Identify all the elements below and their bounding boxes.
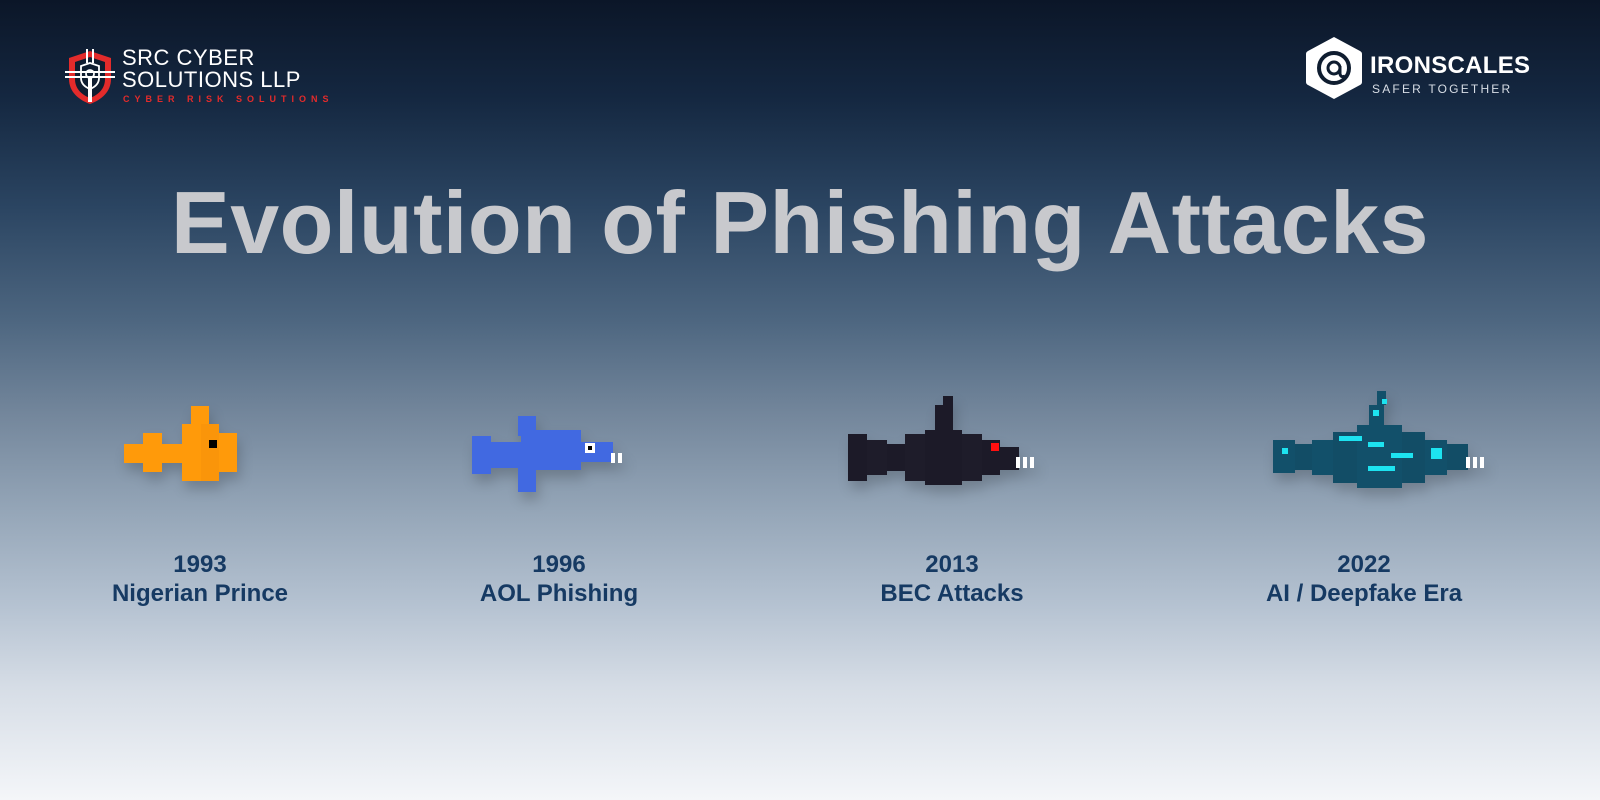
timeline-year: 1993 [173,551,227,578]
ironscales-logo: IRONSCALES SAFER TOGETHER [1305,36,1530,101]
timeline-label: BEC Attacks [880,580,1024,607]
timeline-label: Nigerian Prince [111,580,289,607]
timeline-item-2013: 2013 BEC Attacks [802,551,1102,609]
ironscales-brand: IRONSCALES [1370,52,1531,79]
src-cyber-logo: SRC CYBER SOLUTIONS LLP CYBER RISK SOLUT… [65,47,355,107]
company-name: SRC CYBER SOLUTIONS LLP [122,45,301,92]
timeline-item-2022: 2022 AI / Deepfake Era [1214,551,1514,609]
timeline-label: AI / Deepfake Era [1265,580,1463,607]
page-title: Evolution of Phishing Attacks [171,173,1429,272]
at-sign-hexagon-icon [1306,37,1362,99]
timeline-item-1993: 1993 Nigerian Prince [50,551,350,609]
ironscales-tagline: SAFER TOGETHER [1372,82,1513,96]
timeline-year: 2013 [925,551,979,578]
timeline-item-1996: 1996 AOL Phishing [409,551,709,609]
timeline-year: 2022 [1337,551,1391,578]
timeline-label: AOL Phishing [479,580,639,607]
company-tagline: CYBER RISK SOLUTIONS [123,94,334,104]
timeline-year: 1996 [532,551,586,578]
shield-keyhole-icon [65,49,115,104]
